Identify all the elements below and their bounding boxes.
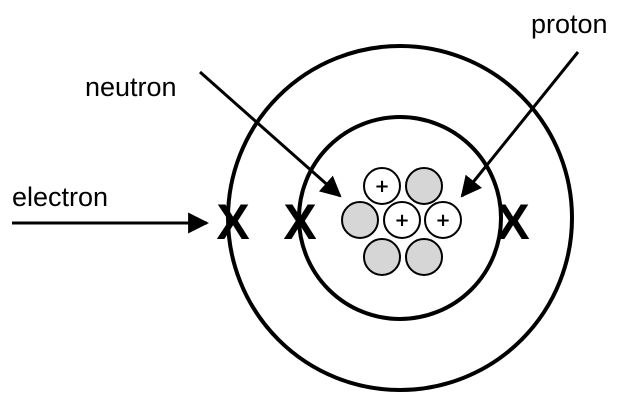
inner-electron-shell (297, 115, 503, 321)
proton-particle (383, 201, 421, 239)
electron-mark: X (283, 194, 316, 250)
proton-particle (424, 201, 462, 239)
proton-particle (363, 167, 401, 205)
proton-sign: + (374, 176, 389, 197)
electron-mark: X (216, 194, 249, 250)
outer-electron-shell (226, 44, 574, 392)
neutron-particle (405, 167, 443, 205)
proton-sign: + (394, 210, 409, 231)
neutron-particle (363, 238, 401, 276)
nucleus: + + + (341, 167, 462, 276)
neutron-label: neutron (85, 72, 177, 102)
electron-label: electron (12, 182, 108, 212)
proton-pointer-arrow (460, 51, 580, 198)
neutron-particle (405, 238, 443, 276)
proton-label: proton (531, 9, 608, 39)
neutron-particle (341, 201, 379, 239)
neutron-pointer-arrow (199, 70, 342, 198)
proton-sign: + (435, 210, 450, 231)
electron-mark: X (496, 194, 529, 250)
